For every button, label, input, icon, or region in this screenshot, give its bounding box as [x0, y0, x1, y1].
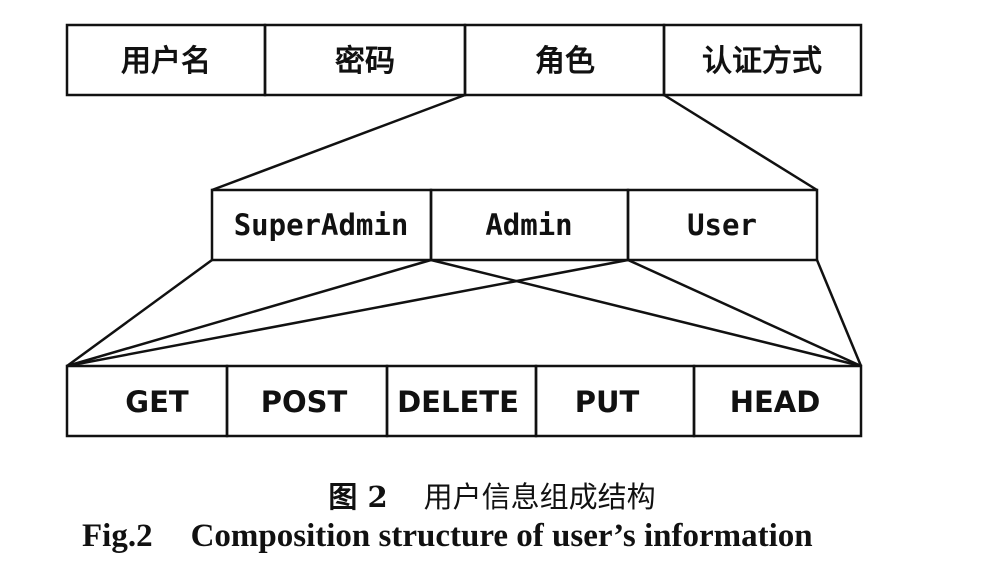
field-label-auth-method: 认证方式 — [702, 44, 822, 79]
caption-english: Fig.2 Composition structure of user’s inf… — [82, 518, 813, 555]
caption-chinese: 图 2 用户信息组成结构 — [0, 474, 984, 516]
connector-superadmin-left — [66, 258, 213, 368]
caption-chinese-number: 图 2 — [328, 480, 388, 514]
method-label-post: POST — [261, 385, 348, 419]
connector-superadmin-right — [430, 258, 862, 368]
connector-user-left — [66, 258, 629, 368]
connector-role-right — [663, 93, 818, 192]
caption-english-number: Fig.2 — [82, 518, 153, 554]
role-label-admin: Admin — [485, 208, 572, 242]
method-box-head — [692, 364, 863, 438]
field-box-auth-method — [662, 23, 863, 97]
method-label-get: GET — [125, 385, 189, 419]
caption-chinese-text: 用户信息组成结构 — [423, 480, 656, 514]
connector-user-right — [815, 259, 863, 367]
connector-role-left — [211, 93, 466, 192]
caption-english-text: Composition structure of user’s informat… — [190, 518, 813, 554]
field-label-username: 用户名 — [121, 44, 211, 79]
method-label-delete: DELETE — [397, 385, 519, 419]
connector-admin-right — [627, 258, 862, 368]
role-box-user — [626, 188, 819, 262]
method-label-put: PUT — [575, 385, 640, 419]
connector-admin-left — [66, 258, 432, 368]
field-label-role: 角色 — [535, 44, 595, 79]
field-label-password: 密码 — [335, 44, 395, 79]
role-label-superadmin: SuperAdmin — [234, 208, 409, 242]
role-label-user: User — [687, 208, 757, 242]
method-label-head: HEAD — [730, 385, 821, 419]
